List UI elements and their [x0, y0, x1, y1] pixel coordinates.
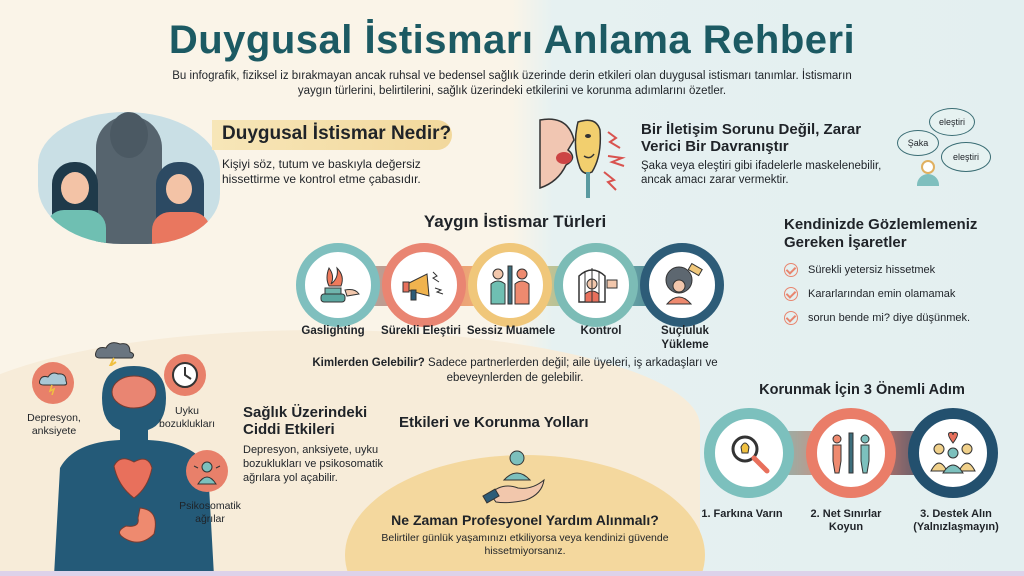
behavior-text: Şaka veya eleştiri gibi ifadelerle maske… [641, 160, 882, 186]
people-shadow-illustration [38, 112, 220, 244]
signs-title: Kendinizde Gözlemlemeniz Gereken İşaretl… [784, 216, 978, 251]
type-label-guilt: Suçluluk Yükleme [661, 325, 709, 351]
step-label-support: 3. Destek Alın (Yalnızlaşmayın) [913, 508, 999, 533]
check-icon [784, 311, 798, 325]
health-title: Sağlık Üzerindeki Ciddi Etkileri [243, 404, 368, 438]
type-label-criticism: Sürekli Eleştiri [381, 325, 461, 337]
type-label-silent-treatment: Sessiz Muamele [466, 325, 556, 337]
protection-title: Etkileri ve Korunma Yolları [399, 414, 589, 431]
human-body-illustration [44, 358, 224, 576]
speech-bubbles-icon: Şaka eleştiri eleştiri [895, 108, 1015, 188]
types-title: Yaygın İstismar Türleri [423, 212, 607, 231]
mask-shouting-icon [538, 110, 638, 202]
help-title: Ne Zaman Profesyonel Yardım Alınmalı? [391, 512, 659, 528]
behavior-title: Bir İletişim Sorunu Değil, Zarar Verici … [641, 121, 862, 155]
who-label: Kimlerden Gelebilir? [312, 357, 425, 369]
definition-title: Duygusal İstismar Nedir? [222, 123, 452, 144]
check-icon [784, 263, 798, 277]
gas-burner-icon [296, 243, 380, 327]
clock-icon [164, 354, 206, 396]
step-label-awareness: 1. Farkına Varın [701, 508, 783, 520]
effect-label-psychosomatic: Psikosomatik ağrılar [179, 500, 241, 525]
check-icon [784, 287, 798, 301]
definition-title-pill [212, 120, 452, 150]
steps-title: Korunmak İçin 3 Önemli Adım [759, 382, 965, 398]
sign-item: sorun bende mi? diye düşünmek. [784, 309, 970, 327]
help-text: Belirtiler günlük yaşamınızı etkiliyorsa… [381, 532, 669, 557]
storm-cloud-icon [32, 362, 74, 404]
speech-bubble: eleştiri [941, 142, 991, 172]
protection-steps [700, 405, 1000, 505]
sign-item: Sürekli yetersiz hissetmek [784, 261, 935, 279]
type-label-gaslighting: Gaslighting [301, 325, 365, 337]
person-pain-icon [186, 450, 228, 492]
definition-text: Kişiyi söz, tutum ve baskıyla değersiz h… [222, 157, 421, 186]
guilt-weight-icon [640, 243, 724, 327]
caged-person-icon [554, 243, 638, 327]
effect-label-sleep: Uyku bozuklukları [158, 405, 216, 430]
who-text: Sadece partnerlerden değil; aile üyeleri… [424, 357, 718, 384]
sign-item: Kararlarından emin olamamak [784, 285, 955, 303]
magnifier-bulb-icon [704, 408, 794, 498]
bottom-bar [0, 571, 1024, 576]
person-right-icon [150, 162, 210, 244]
wall-between-people-icon [468, 243, 552, 327]
support-group-icon [908, 408, 998, 498]
sign-text: Sürekli yetersiz hissetmek [808, 264, 936, 276]
boundary-icon [806, 408, 896, 498]
page-title: Duygusal İstismarı Anlama Rehberi [168, 18, 856, 62]
sign-text: Kararlarından emin olamamak [808, 288, 956, 300]
shadow-head-icon [110, 112, 148, 158]
helping-hand-icon [482, 448, 552, 508]
effect-label-depression: Depresyon, anksiyete [27, 412, 81, 437]
sign-text: sorun bende mi? diye düşünmek. [808, 312, 971, 324]
step-label-boundaries: 2. Net Sınırlar Koyun [810, 508, 882, 533]
page-subtitle: Bu infografik, fiziksel iz bırakmayan an… [172, 70, 852, 97]
storm-cloud-icon [92, 340, 136, 369]
person-head-icon [921, 160, 935, 174]
speech-bubble: eleştiri [929, 108, 975, 136]
person-left-icon [46, 162, 106, 244]
megaphone-icon [382, 243, 466, 327]
who-can-abuse-text: Kimlerden Gelebilir? Sadece partnerlerde… [300, 356, 730, 386]
type-label-control: Kontrol [580, 325, 622, 337]
speech-bubble: Şaka [897, 130, 939, 156]
health-text: Depresyon, anksiyete, uyku bozuklukları … [243, 444, 384, 484]
person-body-icon [917, 174, 939, 186]
abuse-types-chain [296, 240, 730, 328]
